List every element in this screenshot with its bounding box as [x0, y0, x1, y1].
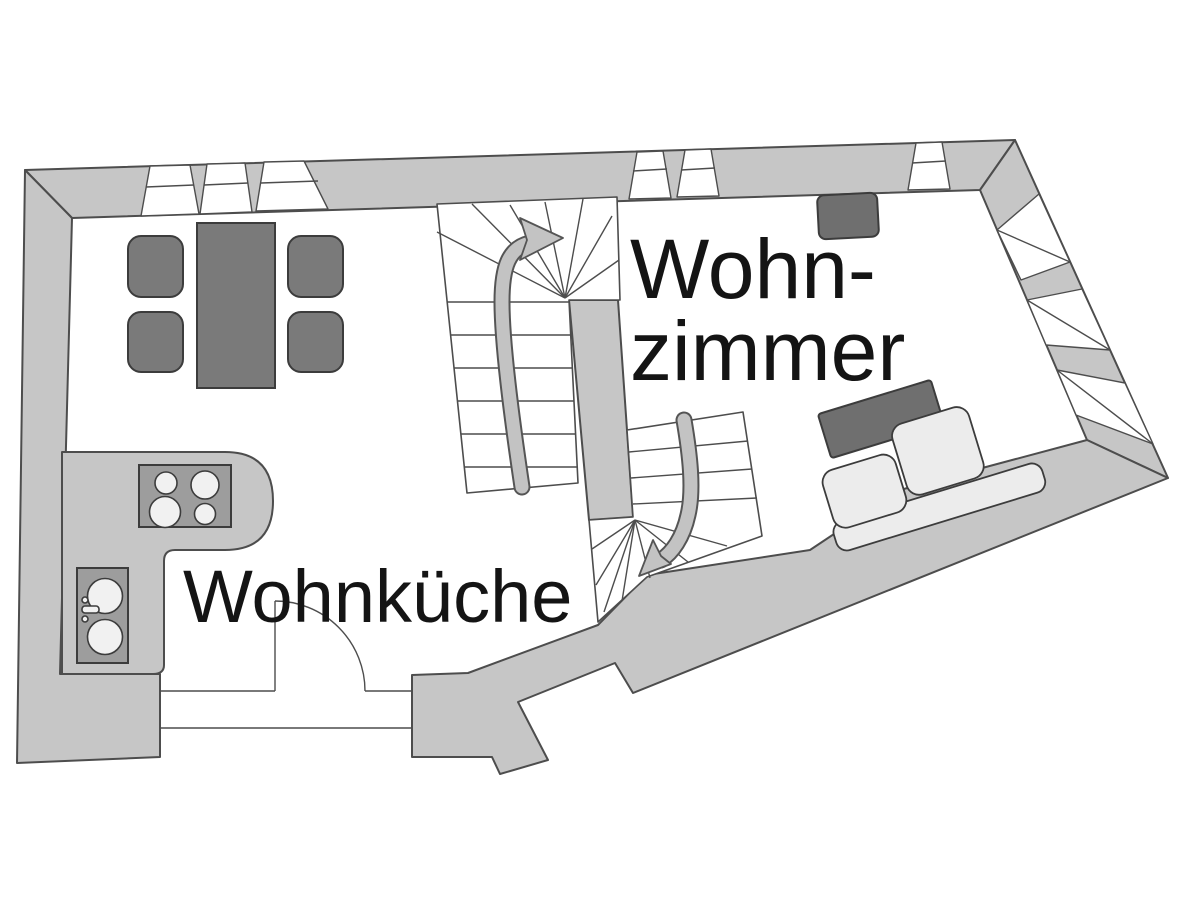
windows-right	[996, 193, 1154, 445]
sideboard-icon	[817, 379, 945, 459]
window-icon	[255, 160, 329, 212]
stairs-up-arrow-icon	[493, 217, 564, 496]
sink-icon	[76, 567, 129, 664]
stairs-down-arrow-icon	[638, 411, 700, 577]
sofa-icon	[821, 406, 1047, 552]
staircase-upper-outline	[436, 196, 621, 494]
left-wall	[16, 169, 161, 764]
tv-icon	[816, 191, 880, 241]
room-label-wohnzimmer-line2: zimmer	[630, 304, 905, 398]
window-icon	[1056, 369, 1154, 445]
window-icon	[996, 193, 1071, 281]
chair-icon	[127, 311, 184, 373]
stair-divider-wall	[568, 299, 634, 521]
dining-set	[127, 222, 344, 389]
stove-icon	[138, 464, 232, 529]
window-icon	[907, 141, 951, 191]
window-icon	[199, 162, 253, 215]
windows-top	[140, 141, 951, 217]
room-label-wohnkueche: Wohnküche	[183, 555, 572, 638]
window-icon	[628, 150, 672, 200]
dining-table	[196, 222, 276, 389]
window-icon	[140, 164, 200, 217]
staircase-upper	[436, 196, 621, 496]
kitchen-area	[61, 451, 412, 729]
window-icon	[676, 148, 720, 198]
chair-icon	[287, 235, 344, 298]
room-labels: Wohn- zimmer Wohnküche	[183, 222, 905, 638]
staircase-lower	[588, 411, 763, 623]
door-swing-icon	[274, 600, 366, 692]
chair-icon	[127, 235, 184, 298]
window-icon	[1026, 288, 1111, 351]
kitchen-threshold-lines	[160, 690, 412, 729]
chair-icon	[287, 311, 344, 373]
living-furniture	[816, 191, 1047, 552]
room-label-wohnzimmer-line1: Wohn-	[630, 222, 876, 316]
